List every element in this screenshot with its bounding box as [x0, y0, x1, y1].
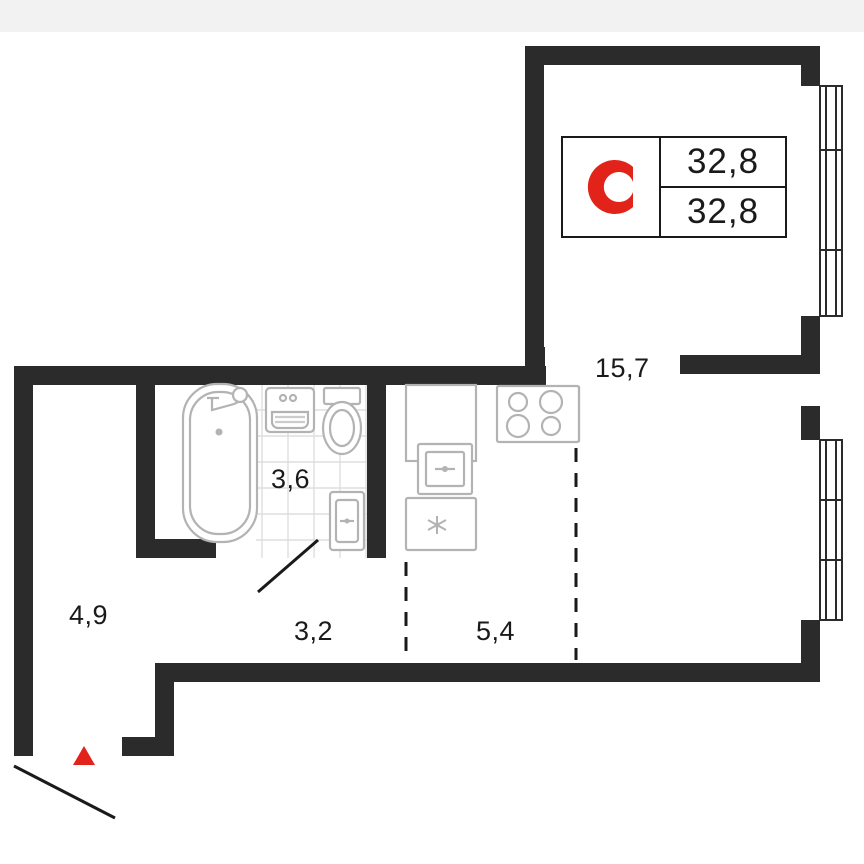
badge-values: 32,8 32,8: [661, 138, 785, 236]
room-area-corridor: 3,2: [294, 616, 334, 646]
top-band: [0, 0, 864, 32]
room-area-hall: 4,9: [69, 600, 109, 630]
windows: [819, 85, 843, 621]
room-area-kitchen: 5,4: [476, 616, 516, 646]
total-area-value: 32,8: [661, 138, 785, 188]
logo-cell: [563, 138, 661, 236]
bathtub-fixture: [181, 382, 259, 544]
room-area-living: 15,7: [595, 353, 650, 383]
area-badge: 32,8 32,8: [561, 136, 787, 238]
sink-fixture: [264, 386, 316, 434]
toilet-fixture: [321, 386, 363, 456]
kitchen-fixtures: [404, 383, 581, 552]
kitchen-sink-fixture: [416, 442, 474, 496]
living-area-value: 32,8: [686, 192, 760, 231]
letter-c-logo-icon: [587, 160, 633, 214]
refrigerator-fixture: [404, 496, 478, 552]
entrance-arrow: [13, 746, 116, 820]
bathroom-fixtures: [181, 382, 367, 558]
bathroom-leader-line: [257, 538, 319, 594]
zone-dividers: [404, 448, 578, 660]
washing-machine-fixture: [328, 490, 366, 552]
stove-fixture: [495, 384, 581, 444]
room-area-bathroom: 3,6: [271, 464, 311, 494]
walls: [14, 46, 820, 756]
